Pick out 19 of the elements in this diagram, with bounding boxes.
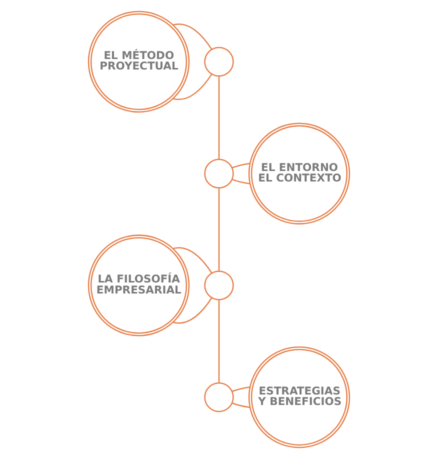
node-circle: EL ENTORNO EL CONTEXTO xyxy=(248,122,350,224)
node-circle: ESTRATEGIAS Y BENEFICIOS xyxy=(248,346,350,448)
node-circle xyxy=(204,158,234,188)
connector xyxy=(218,76,220,159)
connector xyxy=(218,188,220,271)
connector xyxy=(232,386,250,392)
connector xyxy=(232,162,250,168)
connector xyxy=(232,402,250,408)
node-circle: LA FILOSOFÍA EMPRESARIAL xyxy=(88,234,190,336)
connector xyxy=(232,178,250,184)
node-circle xyxy=(204,46,234,76)
node-circle xyxy=(204,270,234,300)
node-circle xyxy=(204,382,234,412)
connector xyxy=(172,22,212,50)
node-circle: EL MÉTODO PROYECTUAL xyxy=(88,10,190,112)
connector xyxy=(218,299,220,382)
connector xyxy=(172,296,212,324)
connector xyxy=(172,73,212,100)
connector xyxy=(172,246,212,273)
